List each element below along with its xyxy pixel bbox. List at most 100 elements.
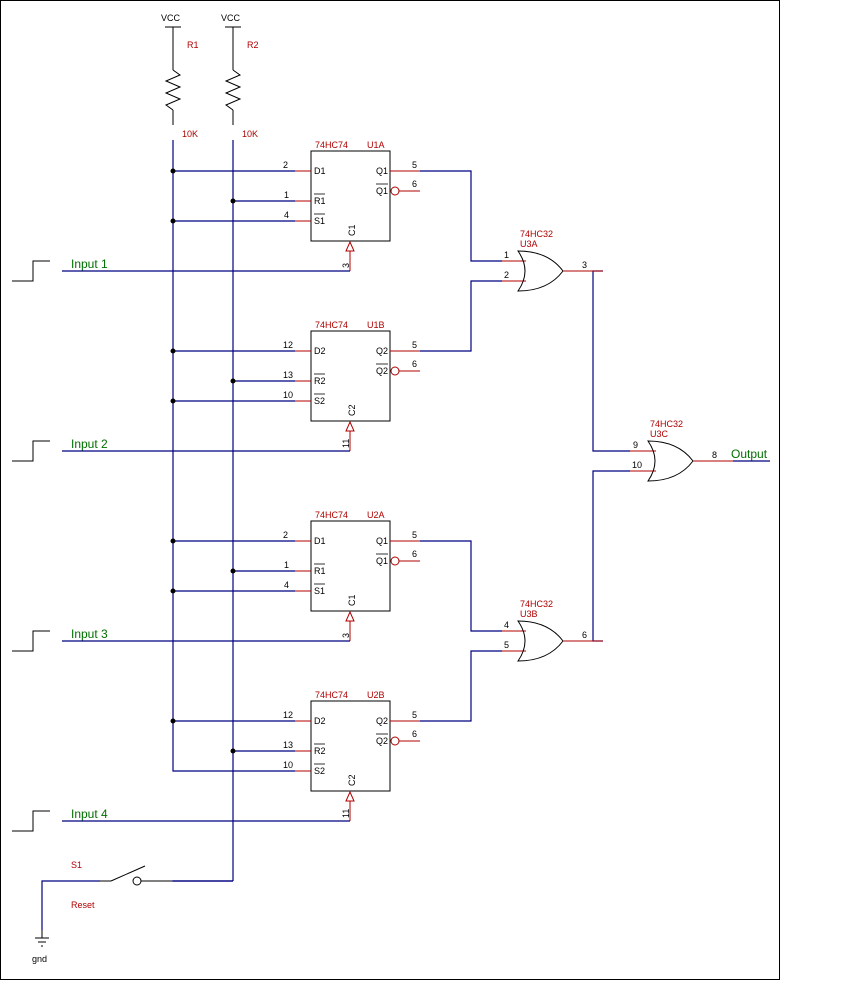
svg-text:C1: C1: [347, 224, 357, 236]
reset-switch: S1 Reset: [41, 860, 233, 930]
svg-text:Q1: Q1: [376, 556, 388, 566]
svg-text:D1: D1: [314, 166, 326, 176]
switch-ref: S1: [71, 860, 82, 870]
or-gate-u3a: 74HC32 U3A 1 2 3: [502, 229, 603, 292]
part-label: 74HC74: [315, 140, 348, 150]
output-label: Output: [731, 447, 768, 461]
svg-text:3: 3: [582, 260, 587, 270]
vcc-r1: VCC R1 10K: [161, 13, 199, 139]
svg-text:S1: S1: [314, 216, 325, 226]
svg-text:R2: R2: [314, 746, 326, 756]
part-label: 74HC32: [520, 229, 553, 239]
input-3: Input 3: [12, 627, 350, 652]
svg-text:1: 1: [504, 250, 509, 260]
input-label: Input 4: [71, 807, 108, 821]
svg-text:10: 10: [632, 460, 642, 470]
svg-text:13: 13: [283, 740, 293, 750]
ref-label: U2A: [367, 510, 385, 520]
gnd-label: gnd: [32, 954, 47, 964]
svg-text:Q1: Q1: [376, 536, 388, 546]
svg-text:10: 10: [283, 390, 293, 400]
svg-text:1: 1: [284, 560, 289, 570]
ref-label: U3B: [520, 609, 538, 619]
svg-text:5: 5: [412, 710, 417, 720]
svg-text:6: 6: [412, 179, 417, 189]
svg-text:12: 12: [283, 710, 293, 720]
svg-text:5: 5: [412, 530, 417, 540]
svg-text:S1: S1: [314, 586, 325, 596]
flipflop-u2a: 74HC74 U2A 2 1 4 D1 R1 S1 Q1 Q1 5 6 C1 3: [283, 510, 420, 641]
input-1: Input 1: [12, 257, 350, 282]
svg-text:2: 2: [283, 160, 288, 170]
svg-text:4: 4: [504, 620, 509, 630]
r2-ref: R2: [247, 40, 259, 50]
svg-text:6: 6: [412, 359, 417, 369]
svg-text:5: 5: [504, 640, 509, 650]
svg-text:Q2: Q2: [376, 736, 388, 746]
svg-text:Q2: Q2: [376, 716, 388, 726]
vcc-label: VCC: [161, 13, 181, 23]
svg-text:6: 6: [412, 549, 417, 559]
svg-text:S2: S2: [314, 396, 325, 406]
svg-text:D1: D1: [314, 536, 326, 546]
junction-dots: [170, 168, 236, 754]
svg-text:3: 3: [341, 263, 351, 268]
vcc-label: VCC: [221, 13, 241, 23]
svg-text:8: 8: [712, 450, 717, 460]
svg-text:C2: C2: [347, 774, 357, 786]
part-label: 74HC74: [315, 690, 348, 700]
r1-value: 10K: [182, 129, 198, 139]
input-4: Input 4: [12, 807, 350, 832]
svg-text:5: 5: [412, 340, 417, 350]
ref-label: U1A: [367, 140, 385, 150]
bus-wires: [172, 140, 295, 882]
svg-text:12: 12: [283, 340, 293, 350]
svg-text:S2: S2: [314, 766, 325, 776]
ref-label: U2B: [367, 690, 385, 700]
r1-ref: R1: [187, 40, 199, 50]
flipflop-u2b: 74HC74 U2B 12 13 10 D2 R2 S2 Q2 Q2 5 6 C2 1…: [283, 690, 420, 821]
svg-text:D2: D2: [314, 716, 326, 726]
switch-label: Reset: [71, 900, 95, 910]
svg-text:3: 3: [341, 633, 351, 638]
svg-text:4: 4: [284, 580, 289, 590]
svg-text:Q1: Q1: [376, 166, 388, 176]
input-label: Input 1: [71, 257, 108, 271]
part-label: 74HC74: [315, 510, 348, 520]
svg-text:11: 11: [341, 809, 351, 818]
svg-text:13: 13: [283, 370, 293, 380]
ref-label: U3C: [650, 429, 669, 439]
svg-text:Q2: Q2: [376, 366, 388, 376]
svg-text:R1: R1: [314, 566, 326, 576]
vcc-r2: VCC R2 10K: [221, 13, 259, 139]
svg-text:C1: C1: [347, 594, 357, 606]
drawing-frame: [0, 0, 780, 980]
part-label: 74HC32: [520, 599, 553, 609]
svg-text:C2: C2: [347, 404, 357, 416]
svg-text:D2: D2: [314, 346, 326, 356]
svg-text:9: 9: [633, 440, 638, 450]
svg-text:R2: R2: [314, 376, 326, 386]
svg-text:Q1: Q1: [376, 186, 388, 196]
svg-text:6: 6: [582, 630, 587, 640]
svg-text:1: 1: [284, 190, 289, 200]
input-label: Input 2: [71, 437, 108, 451]
part-label: 74HC32: [650, 419, 683, 429]
ref-label: U3A: [520, 239, 538, 249]
r2-value: 10K: [242, 129, 258, 139]
ref-label: U1B: [367, 320, 385, 330]
input-label: Input 3: [71, 627, 108, 641]
or-gate-u3c: 74HC32 U3C 9 10 8 Output: [630, 419, 770, 482]
svg-text:10: 10: [283, 760, 293, 770]
svg-text:2: 2: [283, 530, 288, 540]
or-gate-u3b: 74HC32 U3B 4 5 6: [502, 599, 603, 662]
part-label: 74HC74: [315, 320, 348, 330]
input-2: Input 2: [12, 437, 350, 462]
svg-text:2: 2: [504, 270, 509, 280]
svg-text:4: 4: [284, 210, 289, 220]
svg-text:5: 5: [412, 160, 417, 170]
svg-text:6: 6: [412, 729, 417, 739]
gate-input-wires: [420, 170, 630, 722]
svg-text:11: 11: [341, 439, 351, 448]
flipflop-u1a: 74HC74 U1A 214 D1 R1 S1 Q1 Q1 56 C1 3: [283, 140, 420, 271]
